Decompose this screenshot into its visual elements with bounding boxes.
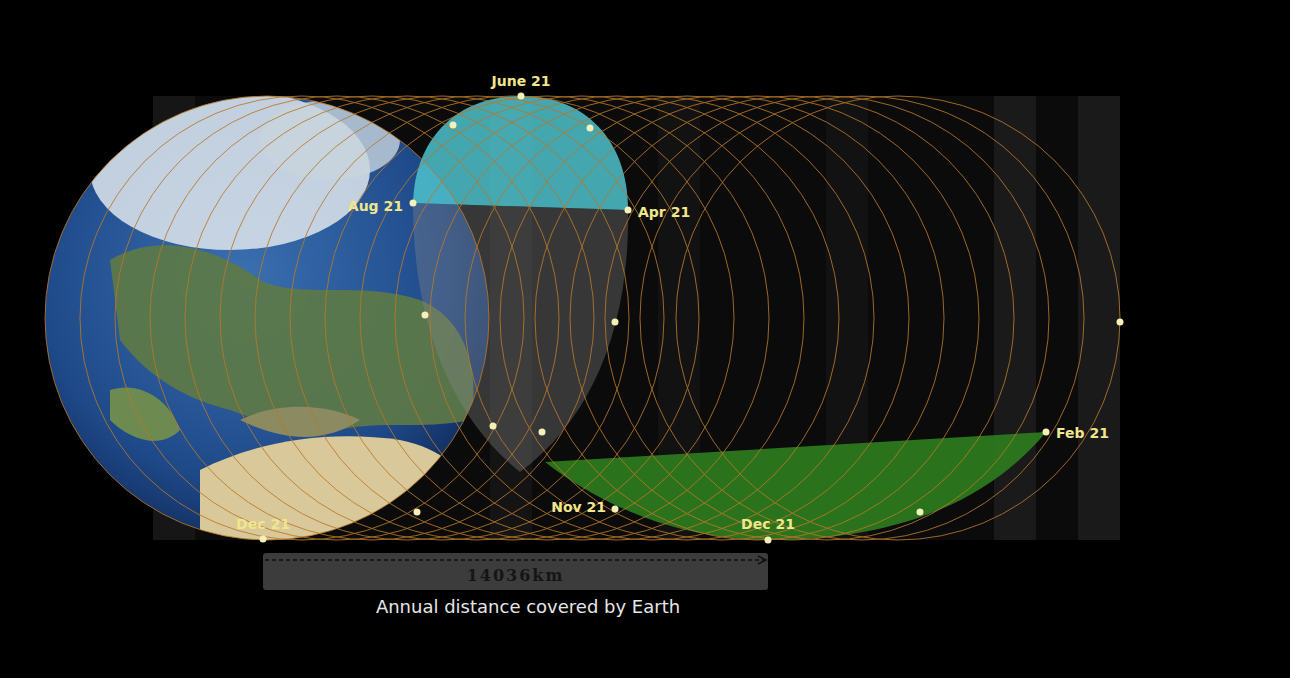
distance-bar: 14036km (263, 553, 768, 590)
dashed-arrow (263, 554, 768, 566)
shadow-region (413, 203, 628, 472)
date-label: Feb 21 (1056, 425, 1109, 441)
distance-value: 14036km (263, 567, 768, 585)
date-label: Aug 21 (348, 198, 403, 214)
date-label: Nov 21 (551, 499, 606, 515)
winter-region (545, 432, 1046, 540)
date-label: Apr 21 (638, 204, 690, 220)
date-label: Dec 21 (236, 516, 290, 532)
caption: Annual distance covered by Earth (376, 596, 680, 618)
date-label: June 21 (492, 73, 551, 89)
date-dots (260, 93, 1124, 544)
orbit-circles (45, 96, 1120, 540)
date-label: Dec 21 (741, 516, 795, 532)
